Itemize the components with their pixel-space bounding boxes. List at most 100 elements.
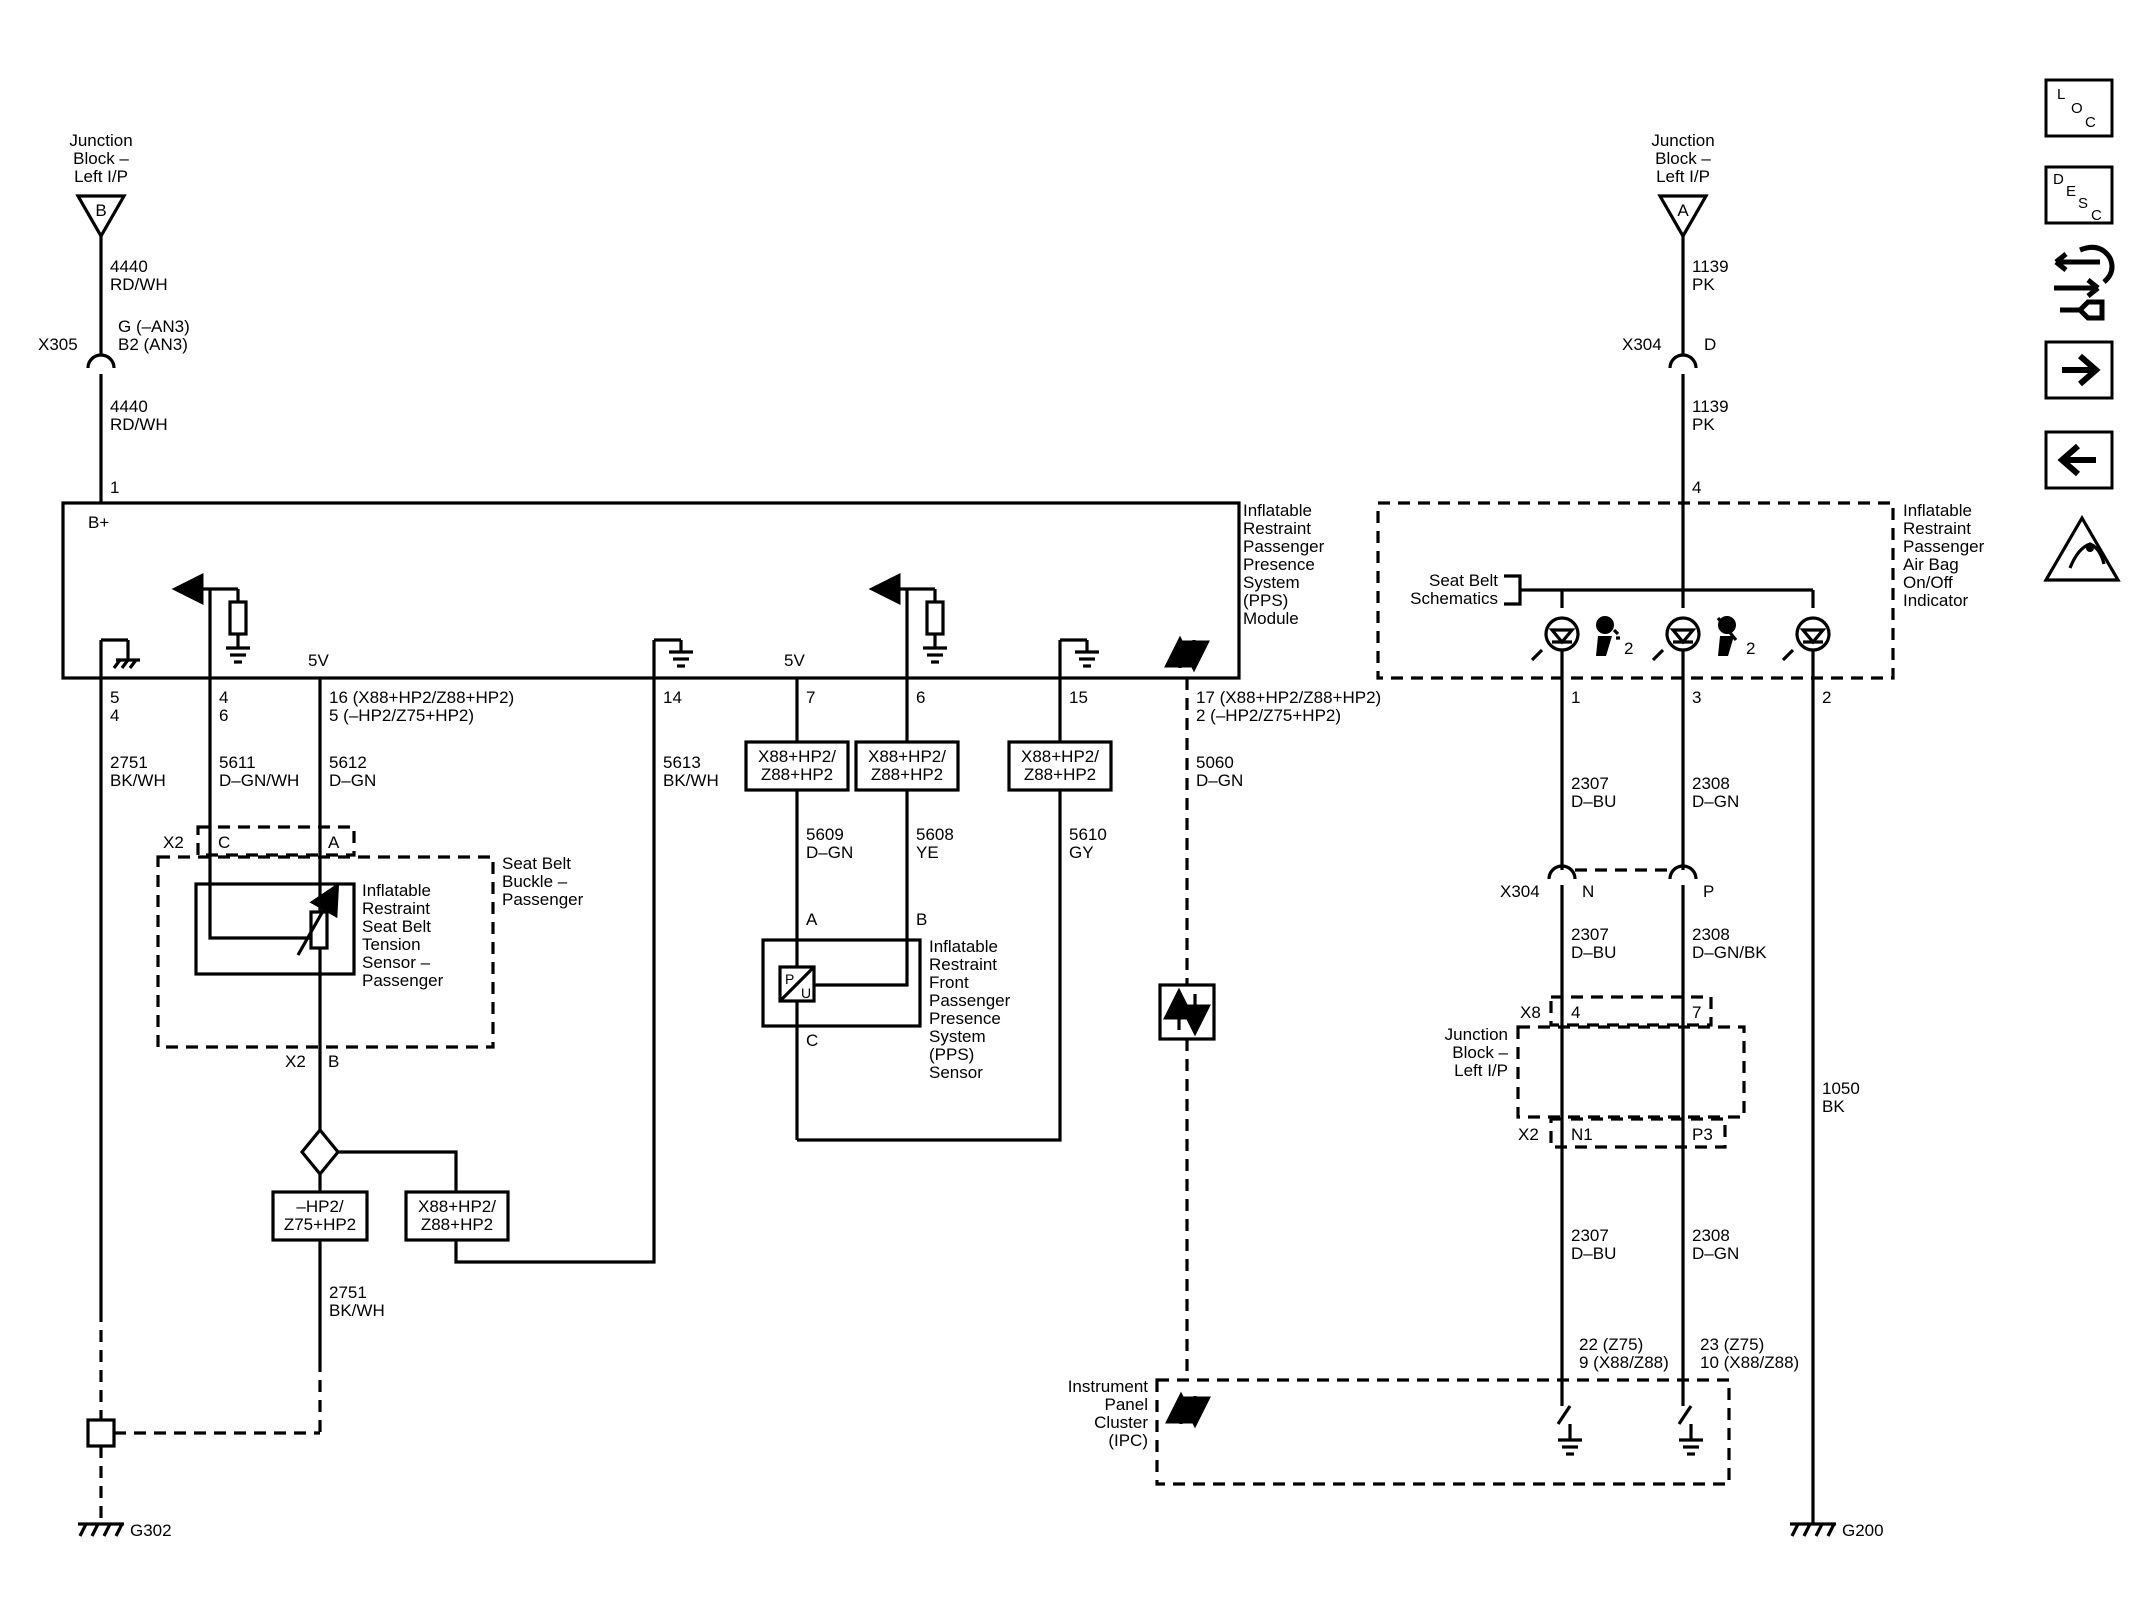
jbl-l2: Block – bbox=[1452, 1043, 1508, 1062]
w5613-color: BK/WH bbox=[663, 771, 719, 790]
sbs-l2: Schematics bbox=[1410, 589, 1498, 608]
desc-e: E bbox=[2066, 183, 2076, 200]
pps-pin1: 1 bbox=[110, 478, 119, 497]
splice-pack-icon bbox=[86, 1418, 116, 1448]
x304-mid-n-connector bbox=[1547, 864, 1577, 880]
opt4-l2: Z75+HP2 bbox=[284, 1215, 356, 1234]
pss-l2: Restraint bbox=[929, 955, 997, 974]
jb-b-line3: Left I/P bbox=[74, 167, 128, 186]
description-button[interactable]: D E S C bbox=[2044, 165, 2114, 225]
w5610-num: 5610 bbox=[1069, 825, 1107, 844]
x2-jb-p3: P3 bbox=[1692, 1125, 1713, 1144]
w5611-color: D–GN/WH bbox=[219, 771, 299, 790]
ground-g200-icon bbox=[1790, 1522, 1836, 1537]
w2307a-color: D–BU bbox=[1571, 792, 1616, 811]
w1139-bot-color: PK bbox=[1692, 415, 1715, 434]
buckle-l1: Seat Belt bbox=[502, 854, 571, 873]
pss-l3: Front bbox=[929, 973, 969, 992]
led-1-icon bbox=[1530, 616, 1580, 662]
previous-page-button[interactable] bbox=[2044, 430, 2114, 490]
ipc-pin-right-1: 23 (Z75) bbox=[1700, 1335, 1764, 1354]
pps-label-4: Presence bbox=[1243, 555, 1315, 574]
junction-block-a: Junction Block – Left I/P A bbox=[1651, 131, 1715, 240]
ts-l6: Passenger bbox=[362, 971, 444, 990]
x2-connector-top bbox=[196, 825, 356, 857]
w1139-top-num: 1139 bbox=[1692, 257, 1729, 276]
pin4-a: 4 bbox=[219, 688, 228, 707]
w2751-color: BK/WH bbox=[110, 771, 166, 790]
w5060-color: D–GN bbox=[1196, 771, 1243, 790]
w2307b-color: D–BU bbox=[1571, 943, 1616, 962]
pin7: 7 bbox=[806, 688, 815, 707]
ind-l2: Restraint bbox=[1903, 519, 1971, 538]
opt1-l2: Z88+HP2 bbox=[761, 765, 833, 784]
pss-l8: Sensor bbox=[929, 1063, 983, 1082]
jb-b-pin: B bbox=[95, 201, 106, 220]
esd-warning-icon[interactable] bbox=[2043, 514, 2121, 582]
pps-sensor-label: Inflatable Restraint Front Passenger Pre… bbox=[929, 937, 1011, 1082]
wire-split-right bbox=[338, 1150, 458, 1192]
sensor-pin-c: C bbox=[806, 1031, 818, 1050]
w5060-num: 5060 bbox=[1196, 753, 1234, 772]
x2-bottom-label: X2 bbox=[285, 1052, 306, 1071]
w2308a-color: D–GN bbox=[1692, 792, 1739, 811]
split-diamond-icon bbox=[299, 1127, 341, 1177]
g200-label: G200 bbox=[1842, 1521, 1884, 1540]
jb-a-pin: A bbox=[1677, 201, 1689, 220]
w1050-color: BK bbox=[1822, 1097, 1845, 1116]
serial-data-box-icon bbox=[1158, 983, 1216, 1041]
ind-l1: Inflatable bbox=[1903, 501, 1972, 520]
jb-b-line2: Block – bbox=[73, 149, 129, 168]
pu-p: P bbox=[785, 971, 794, 987]
pin16-a: 16 (X88+HP2/Z88+HP2) bbox=[329, 688, 514, 707]
w2751-lower-color: BK/WH bbox=[329, 1301, 385, 1320]
ind-l3: Passenger bbox=[1903, 537, 1985, 556]
x2-top-label: X2 bbox=[163, 833, 184, 852]
x304-mid-n: N bbox=[1582, 882, 1594, 901]
ipc-label: Instrument Panel Cluster (IPC) bbox=[1068, 1377, 1149, 1450]
pss-l7: (PPS) bbox=[929, 1045, 974, 1064]
w4440-top-color: RD/WH bbox=[110, 275, 168, 294]
ipc-switch-right-icon bbox=[1677, 1405, 1703, 1456]
w2307c-color: D–BU bbox=[1571, 1244, 1616, 1263]
pps-sensor-box bbox=[761, 938, 922, 1028]
connector-tool-button[interactable] bbox=[2054, 244, 2115, 321]
pps-5v-right: 5V bbox=[784, 651, 805, 670]
jb-a-triangle bbox=[1657, 194, 1709, 240]
w1050-num: 1050 bbox=[1822, 1079, 1860, 1098]
pss-l5: Presence bbox=[929, 1009, 1001, 1028]
pin5-a: 5 bbox=[110, 688, 119, 707]
opt3-l1: X88+HP2/ bbox=[1021, 747, 1099, 766]
w2307c-num: 2307 bbox=[1571, 1226, 1609, 1245]
pin4-b: 6 bbox=[219, 706, 228, 725]
sbs-bracket bbox=[1504, 574, 1522, 606]
loc-c: C bbox=[2085, 114, 2096, 131]
pps-label-1: Inflatable bbox=[1243, 501, 1312, 520]
ts-l3: Seat Belt bbox=[362, 917, 431, 936]
ground-15-icon bbox=[1058, 638, 1099, 678]
w1139-bot-num: 1139 bbox=[1692, 397, 1729, 416]
x305-opt2: B2 (AN3) bbox=[118, 335, 188, 354]
opt2-l2: Z88+HP2 bbox=[871, 765, 943, 784]
x2-jb-connector bbox=[1549, 1117, 1727, 1149]
next-page-button[interactable] bbox=[2044, 340, 2114, 400]
opt2-l1: X88+HP2/ bbox=[868, 747, 946, 766]
w5609-num: 5609 bbox=[806, 825, 844, 844]
location-button[interactable]: L O C bbox=[2044, 78, 2114, 138]
x304-mid-p-connector bbox=[1668, 864, 1698, 880]
w5608-color: YE bbox=[916, 843, 939, 862]
x8-pin7: 7 bbox=[1692, 1003, 1701, 1022]
pps-module-label: Inflatable Restraint Passenger Presence … bbox=[1243, 501, 1325, 628]
ind-l5: On/Off bbox=[1903, 573, 1953, 592]
pss-l1: Inflatable bbox=[929, 937, 998, 956]
ipc-serial-data-icon bbox=[1165, 1391, 1211, 1429]
loc-o: O bbox=[2071, 100, 2083, 117]
w4440-bot-color: RD/WH bbox=[110, 415, 168, 434]
airbag-on-icon: 2 bbox=[1596, 616, 1633, 658]
ind-l6: Indicator bbox=[1903, 591, 1969, 610]
w5610-color: GY bbox=[1069, 843, 1094, 862]
ipc-pin-left-2: 9 (X88/Z88) bbox=[1579, 1353, 1669, 1372]
w5609-color: D–GN bbox=[806, 843, 853, 862]
x304-top-label: X304 bbox=[1622, 335, 1662, 354]
ipc-l4: (IPC) bbox=[1108, 1431, 1148, 1450]
